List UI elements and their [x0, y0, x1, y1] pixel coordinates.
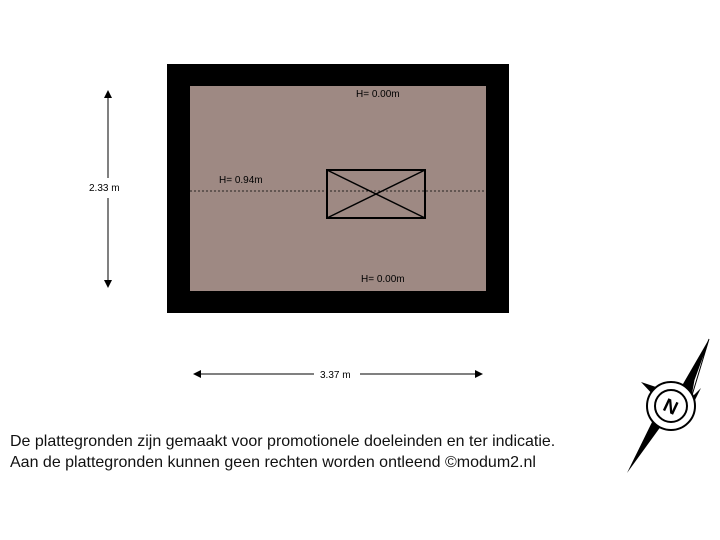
dimension-horizontal: 3.37 m	[193, 370, 483, 381]
dimension-vertical: 2.33 m	[89, 90, 120, 288]
compass-north-icon: N	[627, 338, 710, 473]
disclaimer-line-2: Aan de plattegronden kunnen geen rechten…	[10, 454, 536, 471]
disclaimer-line-1: De plattegronden zijn gemaakt voor promo…	[10, 433, 556, 450]
dimension-vertical-label: 2.33 m	[89, 183, 120, 194]
height-label-top: H= 0.00m	[356, 89, 400, 100]
room-floor	[190, 86, 486, 291]
height-label-bottom: H= 0.00m	[361, 274, 405, 285]
height-label-mid: H= 0.94m	[219, 175, 263, 186]
disclaimer: De plattegronden zijn gemaakt voor promo…	[10, 431, 555, 473]
dimension-horizontal-label: 3.37 m	[320, 370, 351, 381]
roof-hatch	[326, 169, 426, 219]
